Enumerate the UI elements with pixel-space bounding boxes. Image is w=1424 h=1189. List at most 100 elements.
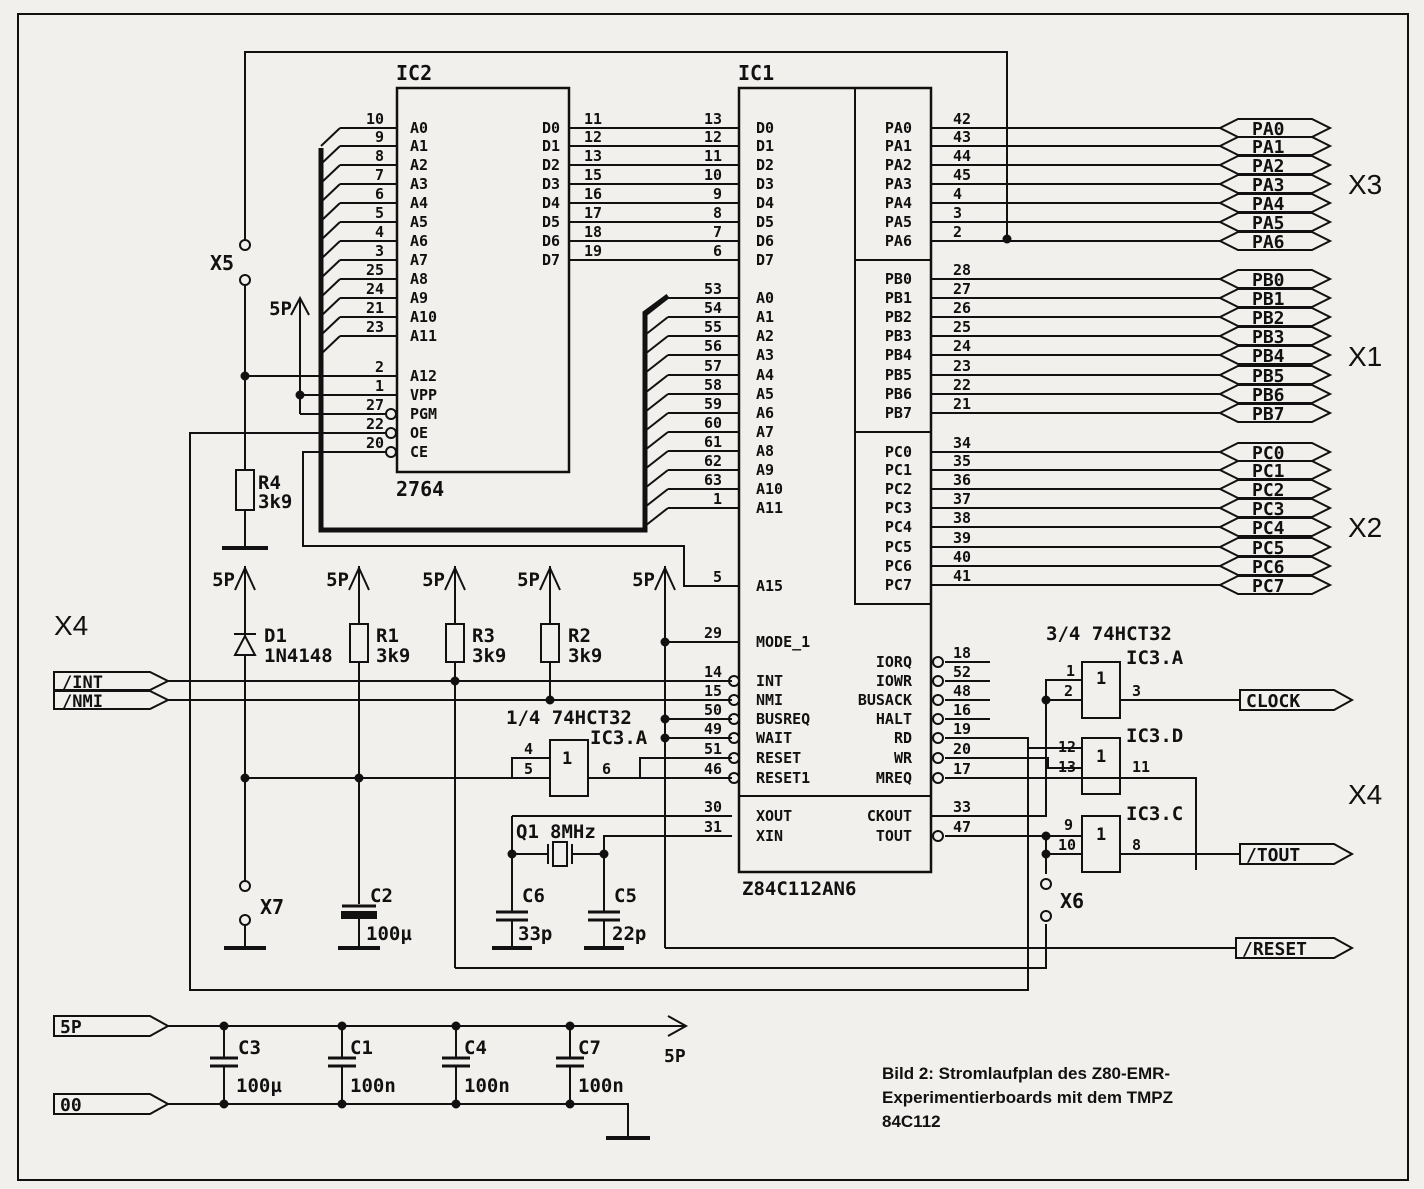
c2-name: C2 (370, 885, 393, 907)
ic1-pin-label: D6 (756, 232, 774, 250)
ic2-data-label: D3 (542, 175, 560, 193)
ic3d-name: IC3.D (1126, 725, 1183, 747)
caption-line-1: Bild 2: Stromlaufplan des Z80-EMR- (882, 1064, 1171, 1083)
ic2-pin-label: PGM (410, 405, 437, 423)
port-pin-label: PA2 (885, 156, 912, 174)
port-flag-label: PA2 (1252, 156, 1285, 177)
port-flag-label: PB4 (1252, 346, 1285, 367)
ic2-pin-label: CE (410, 443, 428, 461)
ic2-pin-number: 6 (375, 185, 384, 203)
port-pin-number: 21 (953, 395, 971, 413)
ic2-data-label: D7 (542, 251, 560, 269)
rail-5p-label: 5P (60, 1017, 82, 1038)
ic1-pin-label: HALT (876, 710, 912, 728)
ic3a-right-out: 3 (1132, 682, 1141, 700)
ic2-pin-number: 3 (375, 242, 384, 260)
r2-value: 3k9 (568, 645, 602, 667)
ic3a-right-symbol: 1 (1096, 669, 1106, 689)
ic2-bus-tap (320, 297, 341, 317)
port-flag-label: PC3 (1252, 499, 1285, 520)
ic1-pin-number: 11 (704, 147, 722, 165)
ic1-pin-label: A3 (756, 346, 774, 364)
c7-value: 100n (578, 1075, 624, 1097)
ic1-pin-label: MREQ (876, 769, 912, 787)
ic1-addr-bus-tap (644, 354, 669, 374)
port-pin-label: PC1 (885, 461, 912, 479)
ic1-pin-number: 33 (953, 798, 971, 816)
ic1-pin-label: BUSREQ (756, 710, 810, 728)
ic1-pin-label: D7 (756, 251, 774, 269)
ic1-pin-inversion (932, 675, 944, 687)
ic1-pin-label: D3 (756, 175, 774, 193)
port-pin-number: 36 (953, 471, 971, 489)
caption-line-2: Experimentierboards mit dem TMPZ (882, 1088, 1173, 1107)
supply-label: 5P (326, 569, 349, 591)
ic1-addr-bus-tap (644, 374, 669, 394)
ic2-pin-number: 10 (366, 110, 384, 128)
ic1-pio-block (854, 87, 932, 605)
port-flag-label: PB5 (1252, 366, 1285, 387)
ic1-pin-label: IOWR (876, 672, 913, 690)
signal-tout: /TOUT (1246, 845, 1300, 866)
ic1-pin-label: D5 (756, 213, 774, 231)
ic2-pin-number: 24 (366, 280, 384, 298)
ic2-data-label: D1 (542, 137, 560, 155)
port-flag-label: PC2 (1252, 480, 1285, 501)
port-pin-label: PC6 (885, 557, 912, 575)
port-flag-label: PA5 (1252, 213, 1285, 234)
supply-label-vpp: 5P (269, 298, 292, 320)
ic2-pin-number: 25 (366, 261, 384, 279)
ic1-pin-number: 57 (704, 357, 722, 375)
port-pin-label: PA3 (885, 175, 912, 193)
port-pin-label: PB5 (885, 366, 912, 384)
ic1-pin-label: A4 (756, 366, 774, 384)
ic1-pin-inversion (932, 694, 944, 706)
port-flag (1217, 575, 1333, 595)
ic2-pin-number: 5 (375, 204, 384, 222)
ic2-pin-number: 4 (375, 223, 384, 241)
port-pin-label: PB2 (885, 308, 912, 326)
r1-value: 3k9 (376, 645, 410, 667)
port-pin-label: PC5 (885, 538, 912, 556)
ic1-pin-label: XIN (756, 827, 783, 845)
port-pin-label: PC3 (885, 499, 912, 517)
port-pin-label: PA0 (885, 119, 912, 137)
port-pin-label: PC0 (885, 443, 912, 461)
connector-x2: X2 (1348, 512, 1382, 543)
port-pin-label: PB7 (885, 404, 912, 422)
rail-junction (337, 1099, 347, 1109)
ic1-a15-label: A15 (756, 577, 783, 595)
signal-flags (53, 671, 1355, 959)
connector-x4: X4 (54, 610, 88, 641)
ic2-data-pin-number: 18 (584, 223, 602, 241)
r3-name: R3 (472, 625, 495, 647)
ic2-bus-tap (320, 145, 341, 165)
supply-arrow-head (539, 565, 561, 591)
ic1-pin-number: 49 (704, 720, 722, 738)
figure-caption: Bild 2: Stromlaufplan des Z80-EMR- Exper… (882, 1062, 1262, 1134)
port-pin-number: 27 (953, 280, 971, 298)
ic2-pin-label: A5 (410, 213, 428, 231)
connector-x1: X1 (1348, 341, 1382, 372)
ic1-pin-inversion (932, 830, 944, 842)
ic2-data-pin-number: 15 (584, 166, 602, 184)
port-pin-number: 38 (953, 509, 971, 527)
ic2-bus-tap (320, 127, 341, 147)
ic2-pin-number: 2 (375, 358, 384, 376)
connector-x7: X7 (260, 895, 284, 919)
q1-value: 8MHz (550, 821, 596, 843)
ic1-pin-label: A8 (756, 442, 774, 460)
port-pin-number: 25 (953, 318, 971, 336)
ic3a-left-in2: 5 (524, 760, 533, 778)
rail-5p-arrow-label: 5P (664, 1046, 686, 1067)
ic1-pin-label: WAIT (756, 729, 792, 747)
port-pin-label: PC7 (885, 576, 912, 594)
ic1-pin-number: 12 (704, 128, 722, 146)
c5-name: C5 (614, 885, 637, 907)
ic3-group-right: 3/4 74HCT32 (1046, 623, 1172, 645)
right-gate-network (931, 661, 1240, 922)
ic2-pin-number: 1 (375, 377, 384, 395)
